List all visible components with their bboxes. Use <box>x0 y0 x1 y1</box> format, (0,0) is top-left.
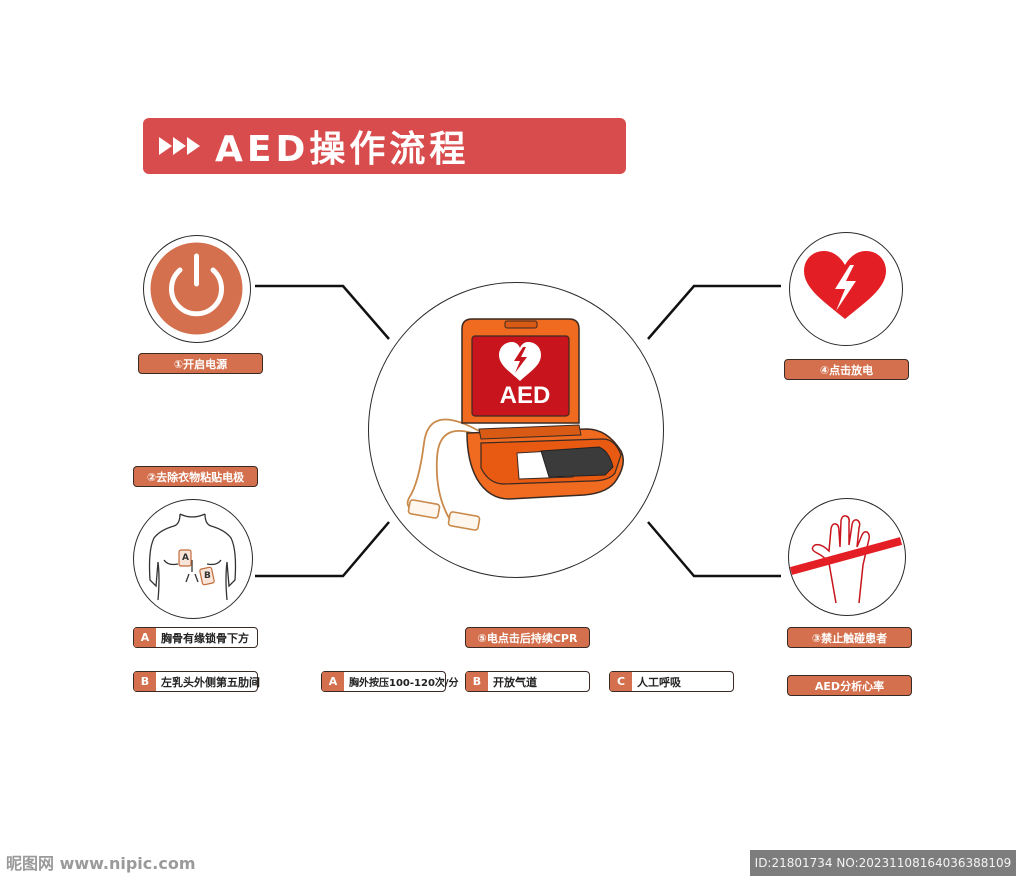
torso-icon <box>148 513 237 601</box>
aed-screen-label: AED <box>499 382 551 409</box>
torso-circle: A B <box>133 499 253 619</box>
connector-step1 <box>255 284 390 340</box>
heart-lightning-icon <box>804 251 886 319</box>
cpr-step-a-text: 胸外按压100-120次/分 <box>349 678 459 689</box>
step1-label: ①开启电源 <box>138 353 263 374</box>
electrode-position-a: A 胸骨有缘锁骨下方 <box>133 627 258 648</box>
prohibit-bar <box>789 537 903 575</box>
tag-b: B <box>134 672 156 691</box>
cpr-step-c-text: 人工呼吸 <box>637 675 681 689</box>
electrode-position-b-text: 左乳头外侧第五肋间 <box>161 675 260 689</box>
cpr-step-b: B 开放气道 <box>465 671 590 692</box>
power-circle <box>143 235 251 343</box>
electrode-position-a-text: 胸骨有缘锁骨下方 <box>161 631 249 645</box>
electrode-position-b: B 左乳头外侧第五肋间 <box>133 671 260 692</box>
cpr-step-b-text: 开放气道 <box>493 675 537 689</box>
step3-label: ③禁止触碰患者 <box>787 627 912 648</box>
pad-a-on-torso <box>178 549 192 567</box>
step4-label: ④点击放电 <box>784 359 909 380</box>
pad-b-on-torso <box>199 566 215 586</box>
cpr-step-c: C 人工呼吸 <box>609 671 734 692</box>
watermark-site: 昵图网 www.nipic.com <box>6 854 196 873</box>
connector-step2 <box>255 521 390 578</box>
tag-a: A <box>134 628 156 647</box>
step2-label: ②去除衣物粘贴电极 <box>133 466 258 487</box>
torso-pad-b-label: B <box>204 571 211 581</box>
triple-arrow-icon <box>159 137 201 155</box>
heart-bolt-icon <box>499 342 541 381</box>
tag-a: A <box>322 672 344 691</box>
electrode-cables <box>406 418 484 519</box>
tag-c: C <box>610 672 632 691</box>
aed-device-circle: AED <box>368 282 664 578</box>
cpr-step-a: A 胸外按压100-120次/分 <box>321 671 459 692</box>
power-icon <box>169 253 224 317</box>
aed-analysis-label: AED分析心率 <box>787 675 912 696</box>
connector-step4 <box>647 284 781 340</box>
page-title: AED操作流程 <box>215 129 470 170</box>
aed-base <box>466 424 624 500</box>
no-touch-circle <box>788 498 906 616</box>
connector-step3 <box>647 521 781 578</box>
shock-circle <box>789 232 903 346</box>
title-banner: AED操作流程 <box>143 118 626 174</box>
electrode-pads <box>407 499 481 531</box>
step5-label: ⑤电点击后持续CPR <box>465 627 590 648</box>
tag-b: B <box>466 672 488 691</box>
watermark-id: ID:21801734 NO:20231108164036388109 <box>750 850 1016 876</box>
hand-icon <box>811 515 870 604</box>
torso-pad-a-label: A <box>182 553 189 563</box>
